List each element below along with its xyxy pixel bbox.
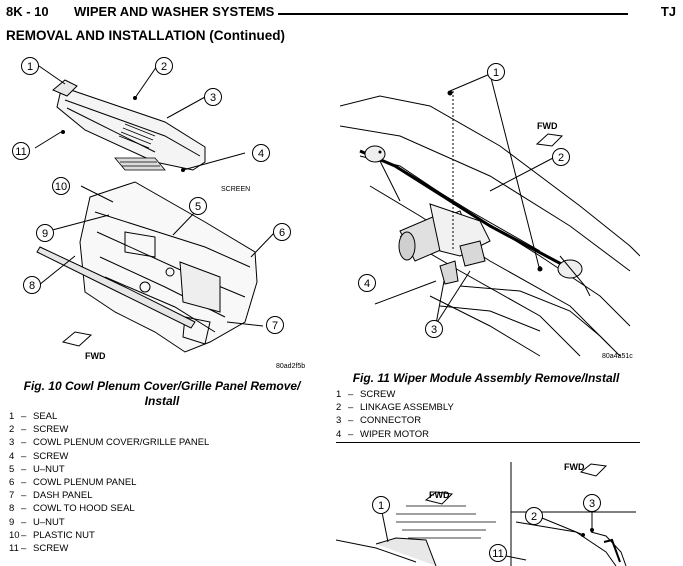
header-rule xyxy=(246,13,628,15)
fig12-callout-1: 1 xyxy=(378,500,384,512)
fig10-callout-3: 3 xyxy=(210,92,216,104)
legend-item: 10–PLASTIC NUT xyxy=(9,529,95,541)
figure-10-caption-line2: Install xyxy=(144,394,180,408)
figure-10-legend: 1–SEAL 2–SCREW 3–COWL PLENUM COVER/GRILL… xyxy=(9,410,319,555)
legend-item: 2–LINKAGE ASSEMBLY xyxy=(336,402,454,414)
legend-item: 5–U–NUT xyxy=(9,463,65,475)
fig11-id-code: 80a4a51c xyxy=(602,353,633,360)
legend-item: 8–COWL TO HOOD SEAL xyxy=(9,503,135,515)
legend-item: 2–SCREW xyxy=(9,424,69,436)
fig11-callout-1: 1 xyxy=(493,67,499,79)
figure-12-illustration: 1 11 2 3 FWD FWD xyxy=(336,452,640,566)
section-name: WIPER AND WASHER SYSTEMS xyxy=(74,4,279,19)
fig10-callout-6: 6 xyxy=(279,227,285,239)
legend-item: 6–COWL PLENUM PANEL xyxy=(9,477,137,489)
fig10-callout-7: 7 xyxy=(272,320,278,332)
fig12-callout-3: 3 xyxy=(589,498,595,510)
divider-rule xyxy=(336,442,640,443)
fig10-id-code: 80ad2f5b xyxy=(276,363,305,370)
section-title: REMOVAL AND INSTALLATION (Continued) xyxy=(6,28,285,43)
figure-10-illustration: 1 2 3 4 5 6 7 8 9 10 11 SCREEN FWD 80ad2… xyxy=(5,52,323,374)
fig10-callout-5: 5 xyxy=(195,201,201,213)
fig10-callout-10: 10 xyxy=(55,181,67,193)
legend-item: 3–COWL PLENUM COVER/GRILLE PANEL xyxy=(9,437,210,449)
legend-item: 4–SCREW xyxy=(9,450,69,462)
fig11-callout-4: 4 xyxy=(364,278,370,290)
fig10-callout-2: 2 xyxy=(161,61,167,73)
fig10-fwd-label: FWD xyxy=(85,351,106,361)
legend-item: 9–U–NUT xyxy=(9,516,65,528)
figure-10-caption: Fig. 10 Cowl Plenum Cover/Grille Panel R… xyxy=(12,379,312,409)
fig10-callout-4: 4 xyxy=(258,148,264,160)
fig11-fwd-label: FWD xyxy=(537,121,558,131)
legend-item: 3–CONNECTOR xyxy=(336,415,422,427)
fig10-callout-9: 9 xyxy=(42,228,48,240)
figure-11-legend: 1–SCREW 2–LINKAGE ASSEMBLY 3–CONNECTOR 4… xyxy=(336,388,636,441)
fig10-callout-11: 11 xyxy=(15,146,26,158)
fig10-callout-8: 8 xyxy=(29,280,35,292)
fig10-callout-1: 1 xyxy=(27,61,33,73)
fig11-callout-3: 3 xyxy=(431,324,437,336)
fig12-fwd-label-right: FWD xyxy=(564,462,585,472)
legend-item: 1–SCREW xyxy=(336,389,396,400)
fig12-fwd-label-left: FWD xyxy=(429,490,450,500)
legend-item: 1–SEAL xyxy=(9,411,58,422)
legend-item: 7–DASH PANEL xyxy=(9,490,93,502)
fig10-screen-label: SCREEN xyxy=(221,186,250,193)
page-header: 8K - 10 WIPER AND WASHER SYSTEMS TJ xyxy=(6,3,678,21)
fig12-callout-11: 11 xyxy=(492,548,503,560)
figure-10-caption-line1: Fig. 10 Cowl Plenum Cover/Grille Panel R… xyxy=(23,379,301,393)
page-number: 8K - 10 xyxy=(6,4,49,19)
fig11-callout-2: 2 xyxy=(558,152,564,164)
fig12-callout-2: 2 xyxy=(531,511,537,523)
model-code: TJ xyxy=(656,4,676,19)
figure-11-illustration: 1 2 3 4 FWD 80a4a51c xyxy=(340,56,640,364)
legend-item: 11–SCREW xyxy=(9,543,69,555)
figure-11-caption: Fig. 11 Wiper Module Assembly Remove/Ins… xyxy=(352,371,620,385)
legend-item: 4–WIPER MOTOR xyxy=(336,428,429,440)
